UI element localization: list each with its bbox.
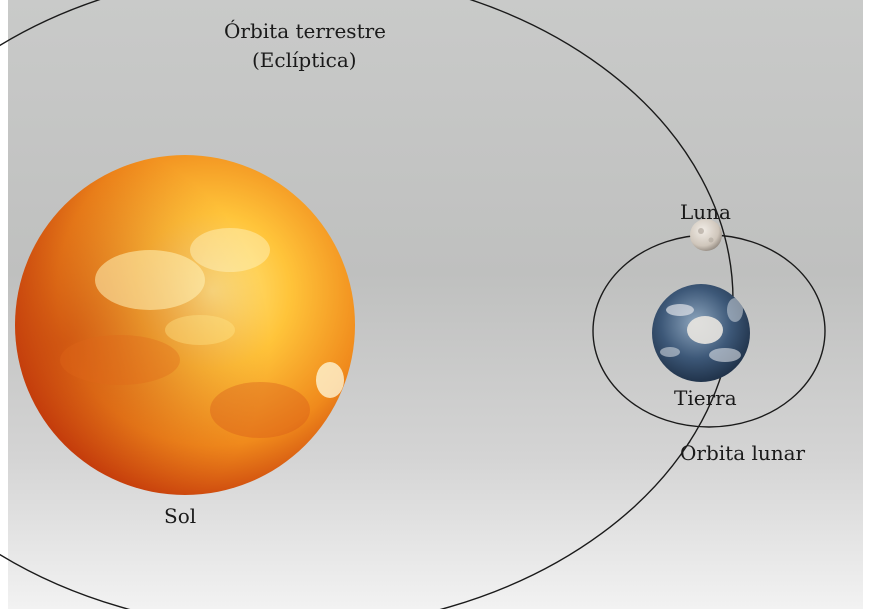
lunar-orbit-label: Órbita lunar (680, 440, 805, 466)
earth-orbit-label-line2: (Eclíptica) (252, 47, 357, 73)
moon-label: Luna (680, 199, 731, 225)
sun-label: Sol (164, 503, 196, 529)
earth-orbit-label-line1: Órbita terrestre (224, 18, 386, 44)
earth (652, 284, 750, 382)
earth-label: Tierra (674, 385, 737, 411)
sun (15, 155, 355, 495)
